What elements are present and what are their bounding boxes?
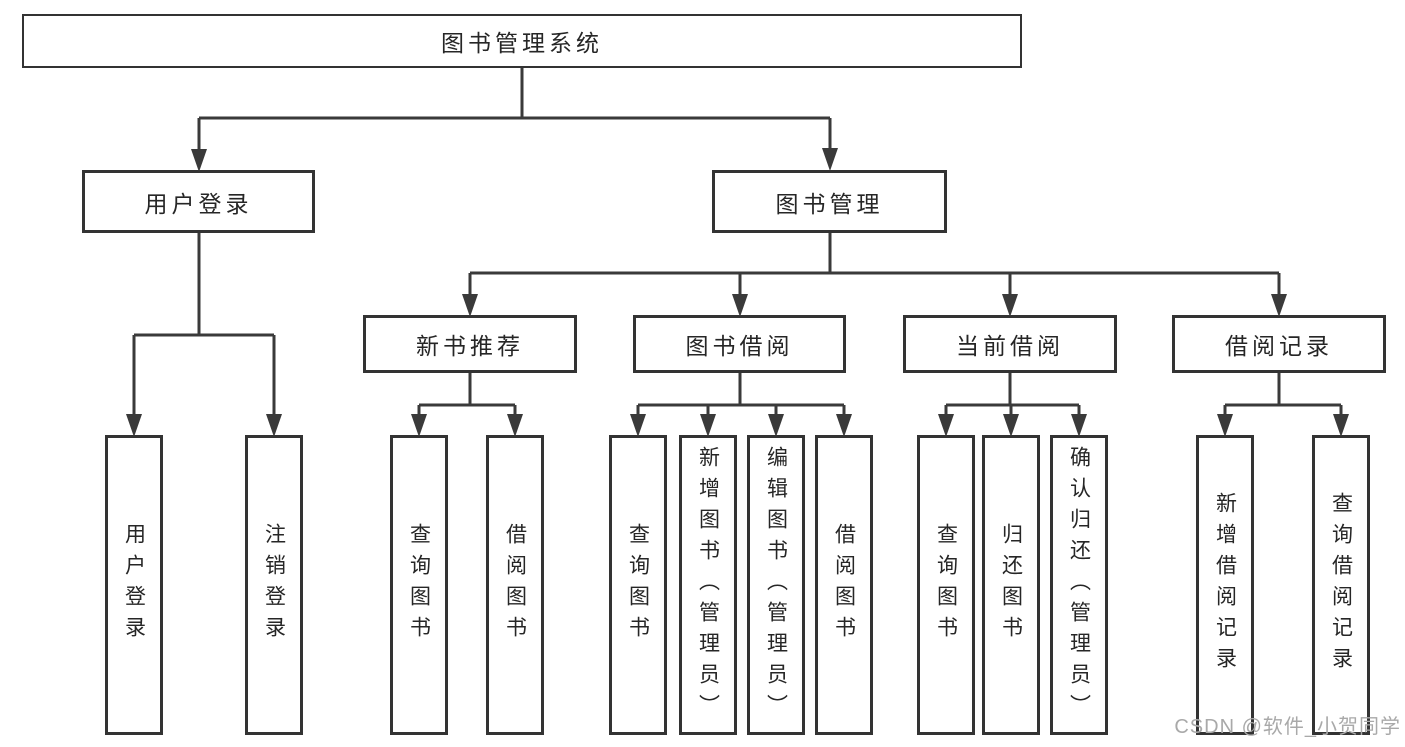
node-label: 归还图书 (999, 523, 1023, 647)
node-label: 查询图书 (626, 523, 650, 647)
node-label: 当前借阅 (956, 333, 1064, 359)
node-label: 图书管理 (775, 190, 884, 217)
node-borrow-books-borrowing: 借阅图书 (815, 435, 873, 735)
node-label: 图书借阅 (685, 333, 794, 359)
node-label: 新书推荐 (416, 333, 524, 359)
node-add-borrow-record: 新增借阅记录 (1196, 435, 1254, 735)
node-logout-action: 注销登录 (245, 435, 303, 735)
node-book-management: 图书管理 (712, 170, 947, 233)
node-return-books: 归还图书 (982, 435, 1040, 735)
node-query-books-recommend: 查询图书 (390, 435, 448, 735)
node-label: 编辑图书（管理员） (764, 445, 788, 725)
node-add-book-admin: 新增图书（管理员） (679, 435, 737, 735)
node-label: 借阅图书 (832, 523, 856, 647)
node-label: 新增借阅记录 (1213, 492, 1237, 678)
node-user-login-action: 用户登录 (105, 435, 163, 735)
node-label: 查询图书 (407, 523, 431, 647)
node-label: 确认归还（管理员） (1067, 445, 1091, 725)
node-book-borrowing: 图书借阅 (633, 315, 846, 373)
node-label: 用户登录 (144, 190, 253, 217)
node-borrow-books-recommend: 借阅图书 (486, 435, 544, 735)
node-label: 注销登录 (262, 523, 286, 647)
node-new-book-recommend: 新书推荐 (363, 315, 577, 373)
watermark-text: CSDN @软件_小贺同学 (1174, 716, 1401, 738)
node-current-borrowing: 当前借阅 (903, 315, 1117, 373)
node-label: 借阅记录 (1225, 333, 1333, 359)
node-user-login: 用户登录 (82, 170, 315, 233)
node-query-books-borrowing: 查询图书 (609, 435, 667, 735)
node-query-borrow-record: 查询借阅记录 (1312, 435, 1370, 735)
node-borrowing-records: 借阅记录 (1172, 315, 1386, 373)
node-label: 查询图书 (934, 523, 958, 647)
node-edit-book-admin: 编辑图书（管理员） (747, 435, 805, 735)
node-label: 用户登录 (122, 523, 146, 647)
node-label: 查询借阅记录 (1329, 492, 1353, 678)
node-label: 新增图书（管理员） (696, 445, 720, 725)
node-confirm-return-admin: 确认归还（管理员） (1050, 435, 1108, 735)
node-library-system: 图书管理系统 (22, 14, 1022, 68)
node-label: 图书管理系统 (441, 30, 603, 56)
node-query-books-current: 查询图书 (917, 435, 975, 735)
node-label: 借阅图书 (503, 523, 527, 647)
